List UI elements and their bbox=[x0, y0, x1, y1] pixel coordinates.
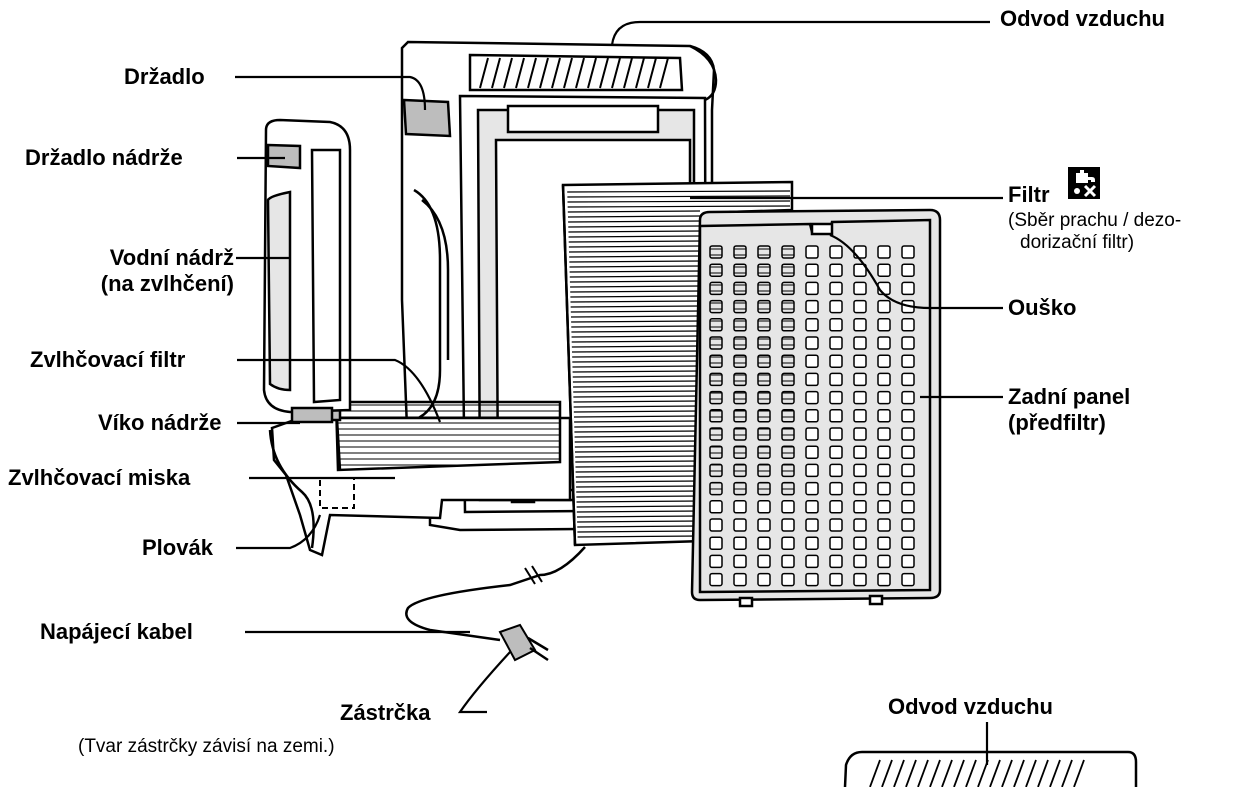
leader-zvlh-filtr bbox=[237, 358, 442, 423]
label-vodni-nadrz: Vodní nádrž bbox=[109, 245, 234, 270]
filter-panel bbox=[561, 180, 794, 547]
label-napajeci-kabel: Napájecí kabel bbox=[40, 619, 193, 644]
label-viko-nadrze: Víko nádrže bbox=[98, 410, 222, 435]
label-zastrcka-sub: (Tvar zástrčky závisí na zemi.) bbox=[78, 736, 335, 757]
leader-odvod-top bbox=[610, 20, 990, 46]
label-filtr-sub-1: (Sběr prachu / dezo- bbox=[1008, 210, 1182, 231]
label-zastrcka: Zástrčka bbox=[340, 700, 431, 725]
label-plovak: Plovák bbox=[142, 535, 213, 560]
label-vodni-nadrz-sub: (na zvlhčení) bbox=[100, 271, 234, 296]
label-zvlhcovaci-filtr: Zvlhčovací filtr bbox=[30, 347, 186, 372]
label-zvlhcovaci-miska: Zvlhčovací miska bbox=[8, 465, 191, 490]
inset-vent-drawing bbox=[843, 750, 1138, 787]
power-cable bbox=[405, 546, 586, 662]
leader-zastrcka bbox=[457, 651, 511, 714]
label-ousko: Ouško bbox=[1008, 295, 1077, 320]
leader-lines bbox=[235, 20, 1003, 765]
back-panel bbox=[690, 208, 942, 608]
faucet-cross-icon bbox=[1068, 167, 1100, 199]
water-tank bbox=[262, 118, 352, 424]
label-drzadlo: Držadlo bbox=[124, 64, 205, 89]
label-zadni-panel: Zadní panel bbox=[1008, 384, 1131, 409]
label-filtr: Filtr bbox=[1008, 182, 1050, 207]
leader-drzadlo bbox=[235, 75, 427, 111]
label-drzadlo-nadrze: Držadlo nádrže bbox=[25, 145, 183, 170]
leader-ousko bbox=[829, 233, 1003, 310]
label-odvod-vzduchu-bottom: Odvod vzduchu bbox=[888, 694, 1053, 719]
humidifying-tray bbox=[268, 400, 572, 557]
label-zadni-panel-sub: (předfiltr) bbox=[1008, 410, 1106, 435]
leader-plovak bbox=[236, 514, 322, 550]
label-filtr-sub-2: dorizační filtr) bbox=[1020, 232, 1135, 253]
label-odvod-vzduchu-top: Odvod vzduchu bbox=[1000, 6, 1165, 31]
